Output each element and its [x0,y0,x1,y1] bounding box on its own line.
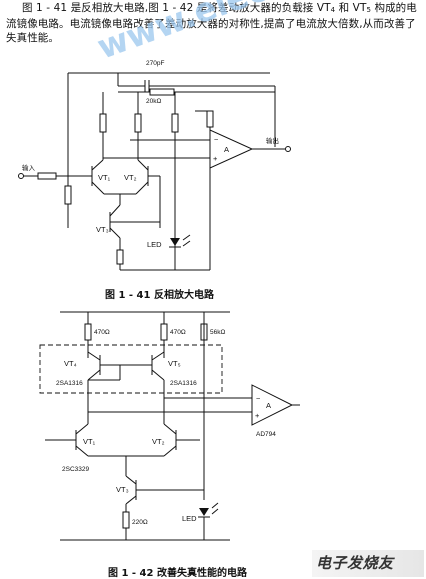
resistor-collector-vt2 [134,113,142,133]
resistor-bias [171,113,179,133]
opamp-label: A [224,145,229,154]
resistor-label-220: 220Ω [132,519,148,526]
vt1b-label: VT₁ [83,437,96,446]
figure-1-41-caption: 图 1 - 41 反相放大电路 [105,290,214,301]
intro-text-3: 构成的电流镜像电路。电流镜像电路改善了差动放大器的对称性,提高了电流放大倍数,从… [6,2,417,44]
resistor-opamp-bias [206,110,214,128]
opamp-minus: − [214,135,219,144]
input-terminal [18,173,24,179]
cap-label-270pf: 270pF [146,60,164,67]
output-terminal [285,146,291,152]
pnp-part-left: 2SA1316 [56,380,83,387]
vt4-label: VT₄ [64,359,77,368]
opamp-plus: + [213,154,218,163]
vt1-label: VT₁ [98,173,111,182]
resistor-label-470-right: 470Ω [170,329,186,336]
vt2-label: VT₂ [124,173,137,182]
resistor-collector-vt1 [99,113,107,133]
vt3b-label: VT₃ [116,485,129,494]
current-mirror-box [39,344,223,394]
led-label: LED [147,240,162,249]
opamp2-symbol [251,384,294,426]
led2-label: LED [182,514,197,523]
intro-text-1: 图 1 - 41 是反相放大电路,图 1 - 42 是将差动放大器的负载接 VT [22,2,331,14]
resistor-base-vt1 [64,185,72,205]
opamp2-minus: − [256,394,261,403]
resistor-470-right [160,323,168,341]
intro-sub-2: 5 [366,6,372,14]
npn-part: 2SC3329 [62,466,89,473]
led2-symbol [199,508,209,516]
intro-sub-1: 4 [330,6,336,14]
resistor-label-56k: 56kΩ [210,329,225,336]
figure-1-42-caption: 图 1 - 42 改善失真性能的电路 [108,568,247,579]
output-label: 输出 [266,136,279,145]
figure-1-42: 470Ω 470Ω 56kΩ VT₄ 2SA1316 VT₅ 2SA1316 − [39,311,300,541]
vt2b-label: VT₂ [152,437,165,446]
opamp2-label: A [266,401,271,410]
intro-text-2: 和 VT [335,2,367,14]
pnp-part-right: 2SA1316 [170,380,197,387]
opamp2-plus: + [255,411,260,420]
resistor-470-left [84,323,92,341]
site-logo: 电子发烧友 [312,550,424,577]
resistor-20k [149,88,175,96]
resistor-emitter-vt3 [116,249,124,265]
vt5-label: VT₅ [168,359,181,368]
opamp2-part: AD794 [256,431,276,438]
figure-1-41: 270pF 20kΩ − + A 输出 输入 VT₁ [18,60,291,271]
resistor-label-20k: 20kΩ [146,98,161,105]
intro-paragraph: 图 1 - 41 是反相放大电路,图 1 - 42 是将差动放大器的负载接 VT… [6,1,420,45]
resistor-input [37,172,57,180]
input-label: 输入 [22,163,36,172]
vt3-label: VT₃ [96,225,109,234]
resistor-label-470-left: 470Ω [94,329,110,336]
led-symbol [170,238,180,246]
resistor-220 [122,511,130,529]
